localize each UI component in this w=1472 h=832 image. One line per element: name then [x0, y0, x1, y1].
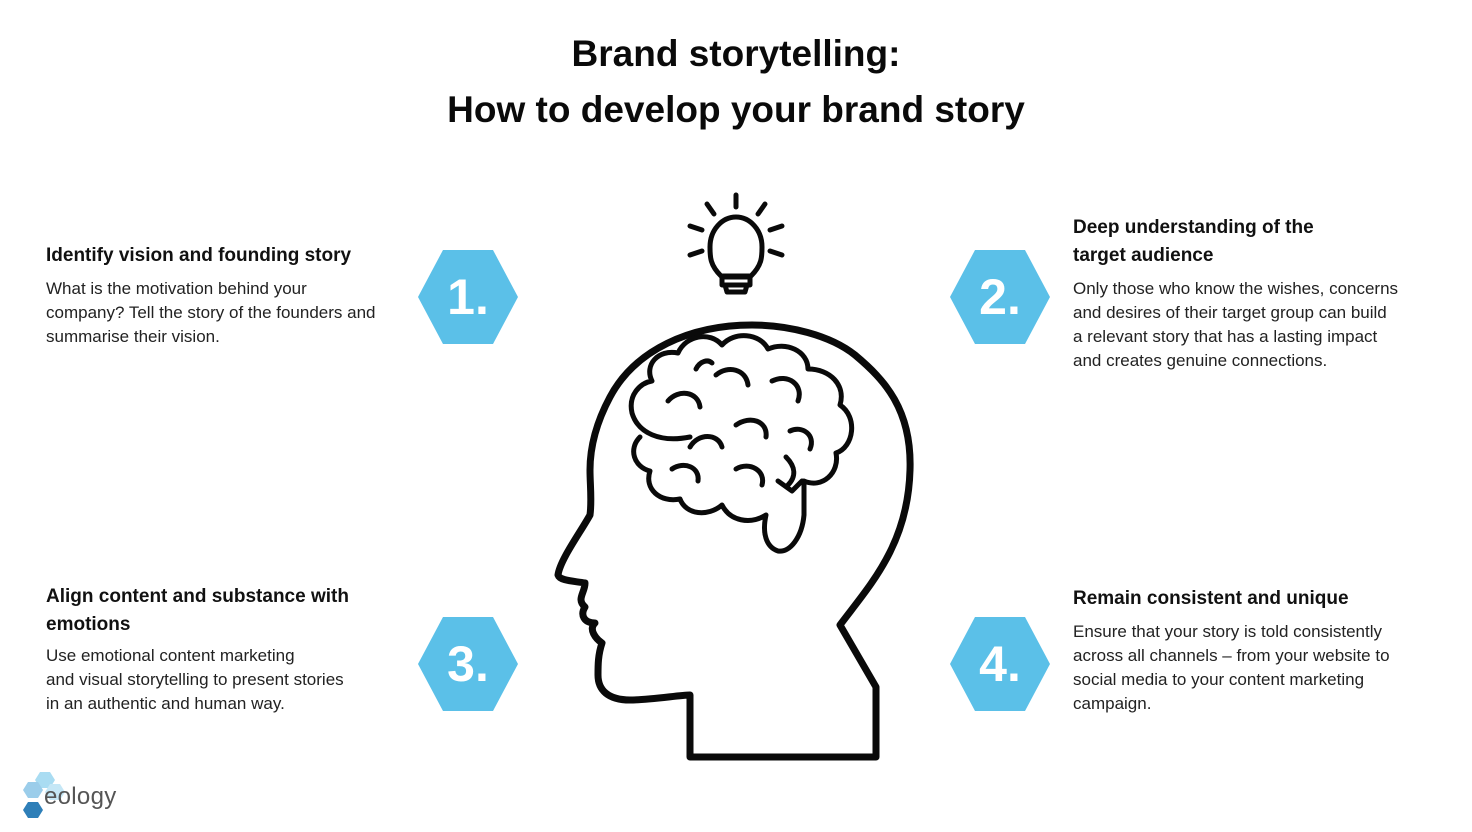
hexagon-icon	[418, 250, 518, 344]
step-3-number: 3.	[447, 636, 489, 692]
step-1-body: What is the motivation behind your compa…	[46, 279, 376, 346]
head-illustration	[554, 192, 914, 761]
title-line-2: How to develop your brand story	[447, 89, 1025, 130]
step-4-heading: Remain consistent and unique	[1073, 588, 1349, 609]
title-line-1: Brand storytelling:	[571, 33, 901, 74]
hexagon-icon	[950, 617, 1050, 711]
step-3-heading: Align content and substance with emotion…	[46, 586, 349, 635]
step-4-number: 4.	[979, 636, 1021, 692]
hexagon-icon	[950, 250, 1050, 344]
logo-text: eology	[44, 783, 117, 810]
step-1-badge: 1.	[418, 247, 518, 347]
step-4-badge: 4.	[950, 614, 1050, 714]
page-title: Brand storytelling: How to develop your …	[0, 26, 1472, 138]
brain-icon	[628, 333, 855, 554]
step-2-number: 2.	[979, 269, 1021, 325]
step-1-number: 1.	[447, 269, 489, 325]
head-profile-icon	[554, 321, 914, 761]
step-2-badge: 2.	[950, 247, 1050, 347]
step-2-body: Only those who know the wishes, concerns…	[1073, 279, 1399, 370]
lightbulb-icon	[687, 192, 785, 295]
step-2-heading: Deep understanding of the target audienc…	[1073, 217, 1314, 266]
step-3-body: Use emotional content marketing and visu…	[46, 646, 344, 713]
hexagon-icon	[418, 617, 518, 711]
step-4-body: Ensure that your story is told consisten…	[1073, 622, 1390, 713]
step-1-heading: Identify vision and founding story	[46, 245, 352, 266]
eology-logo	[23, 772, 65, 818]
step-3-badge: 3.	[418, 614, 518, 714]
